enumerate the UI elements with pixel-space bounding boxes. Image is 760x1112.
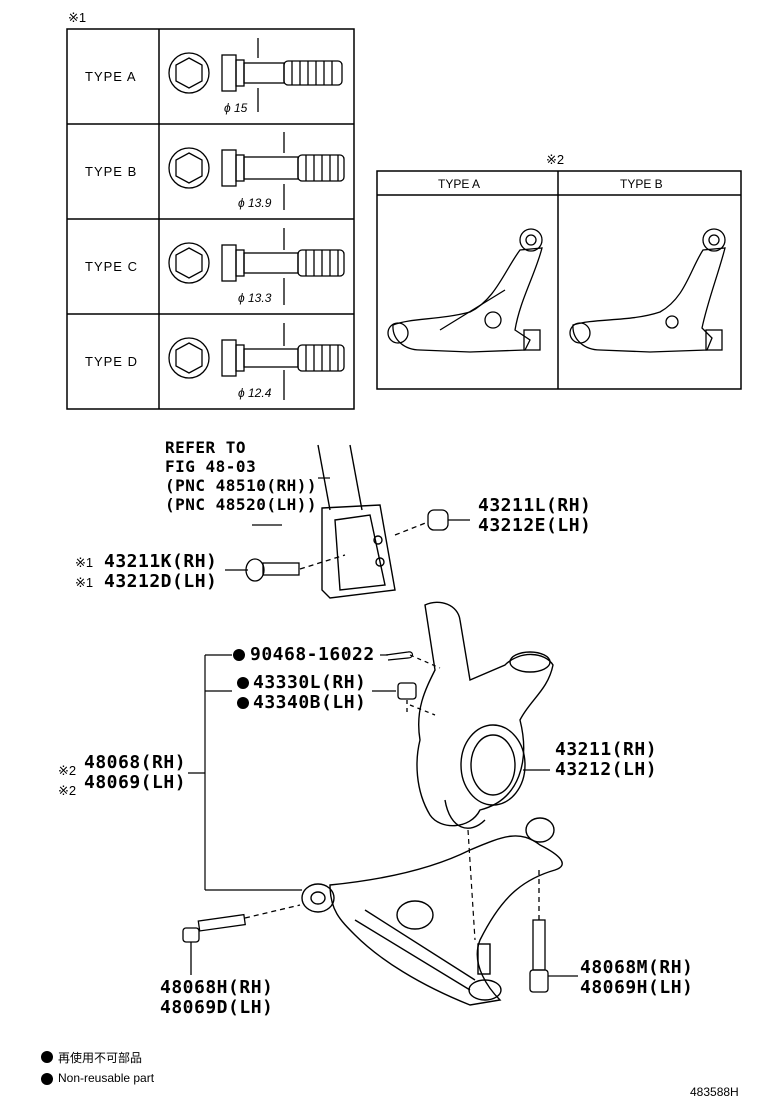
knuckle-drawing xyxy=(416,601,554,829)
type-c-label: TYPE C xyxy=(85,259,138,274)
arm-type-b-drawing xyxy=(569,228,726,353)
refer-line-1: REFER TO xyxy=(165,438,247,457)
bolt-type-c-drawing xyxy=(168,228,345,305)
part-43212d-mark: ※1 xyxy=(75,575,94,590)
refer-line-4: (PNC 48520(LH)) xyxy=(165,495,317,514)
refer-line-3: (PNC 48510(RH)) xyxy=(165,476,317,495)
part-43212e-lh: 43212E(LH) xyxy=(478,515,592,536)
leader-lines xyxy=(188,477,578,977)
diameter-type-a: ϕ 15 xyxy=(224,101,248,115)
table2-frame xyxy=(376,170,742,390)
table2-header-type-a: TYPE A xyxy=(438,177,481,191)
arm-front-bolt-drawing xyxy=(182,904,301,975)
cotter-pin-drawing xyxy=(385,651,441,669)
diameter-type-c: ϕ 13.3 xyxy=(238,291,272,305)
table2-mark: ※2 xyxy=(546,152,565,167)
strut-drawing xyxy=(317,444,396,599)
table1-mark: ※1 xyxy=(68,10,87,25)
arm-rear-bolt-drawing xyxy=(529,870,549,993)
legend-bullet-1 xyxy=(41,1051,53,1063)
part-43211k-mark: ※1 xyxy=(75,555,94,570)
lower-arm-drawing xyxy=(301,817,563,1006)
legend-bullet-2 xyxy=(41,1073,53,1085)
part-43211l-rh: 43211L(RH) xyxy=(478,495,592,516)
part-48068h-rh: 48068H(RH) xyxy=(160,977,274,998)
part-48068-mark: ※2 xyxy=(58,763,77,778)
diameter-type-b: ϕ 13.9 xyxy=(238,196,272,210)
legend-en: Non-reusable part xyxy=(58,1071,155,1085)
table1-frame xyxy=(66,28,355,410)
part-43211-rh: 43211(RH) xyxy=(555,739,658,760)
refer-line-2: FIG 48-03 xyxy=(165,457,257,476)
strut-bolt-drawing xyxy=(245,554,346,582)
bolt-type-b-drawing xyxy=(168,132,345,210)
part-48068m-rh: 48068M(RH) xyxy=(580,957,694,978)
part-48069d-lh: 48069D(LH) xyxy=(160,997,274,1018)
part-43212-lh: 43212(LH) xyxy=(555,759,658,780)
part-48069h-lh: 48069H(LH) xyxy=(580,977,694,998)
castle-nut-drawing xyxy=(397,682,436,716)
part-43330l-rh: 43330L(RH) xyxy=(253,672,367,693)
part-90468-16022: 90468-16022 xyxy=(250,644,375,665)
table2-header-type-b: TYPE B xyxy=(620,177,663,191)
nonreusable-bullet-p3 xyxy=(233,649,245,661)
bolt-type-d-drawing xyxy=(168,323,345,400)
diameter-type-d: ϕ 12.4 xyxy=(238,386,272,400)
legend-jp: 再使用不可部品 xyxy=(58,1051,143,1065)
bolt-type-a-drawing xyxy=(168,38,343,112)
part-43212d-lh: 43212D(LH) xyxy=(104,571,218,592)
arm-type-a-drawing xyxy=(387,228,543,353)
type-a-label: TYPE A xyxy=(85,69,137,84)
nonreusable-bullet-p4lh xyxy=(237,697,249,709)
part-48069-mark: ※2 xyxy=(58,783,77,798)
ball-joint-leader xyxy=(467,829,476,941)
part-43211k-rh: 43211K(RH) xyxy=(104,551,218,572)
part-48069-lh: 48069(LH) xyxy=(84,772,187,793)
figure-id: 483588H xyxy=(690,1085,739,1099)
nonreusable-bullet-p4rh xyxy=(237,677,249,689)
type-b-label: TYPE B xyxy=(85,164,138,179)
part-48068-rh: 48068(RH) xyxy=(84,752,187,773)
part-43340b-lh: 43340B(LH) xyxy=(253,692,367,713)
type-d-label: TYPE D xyxy=(85,354,138,369)
strut-nut-drawing xyxy=(394,509,449,536)
